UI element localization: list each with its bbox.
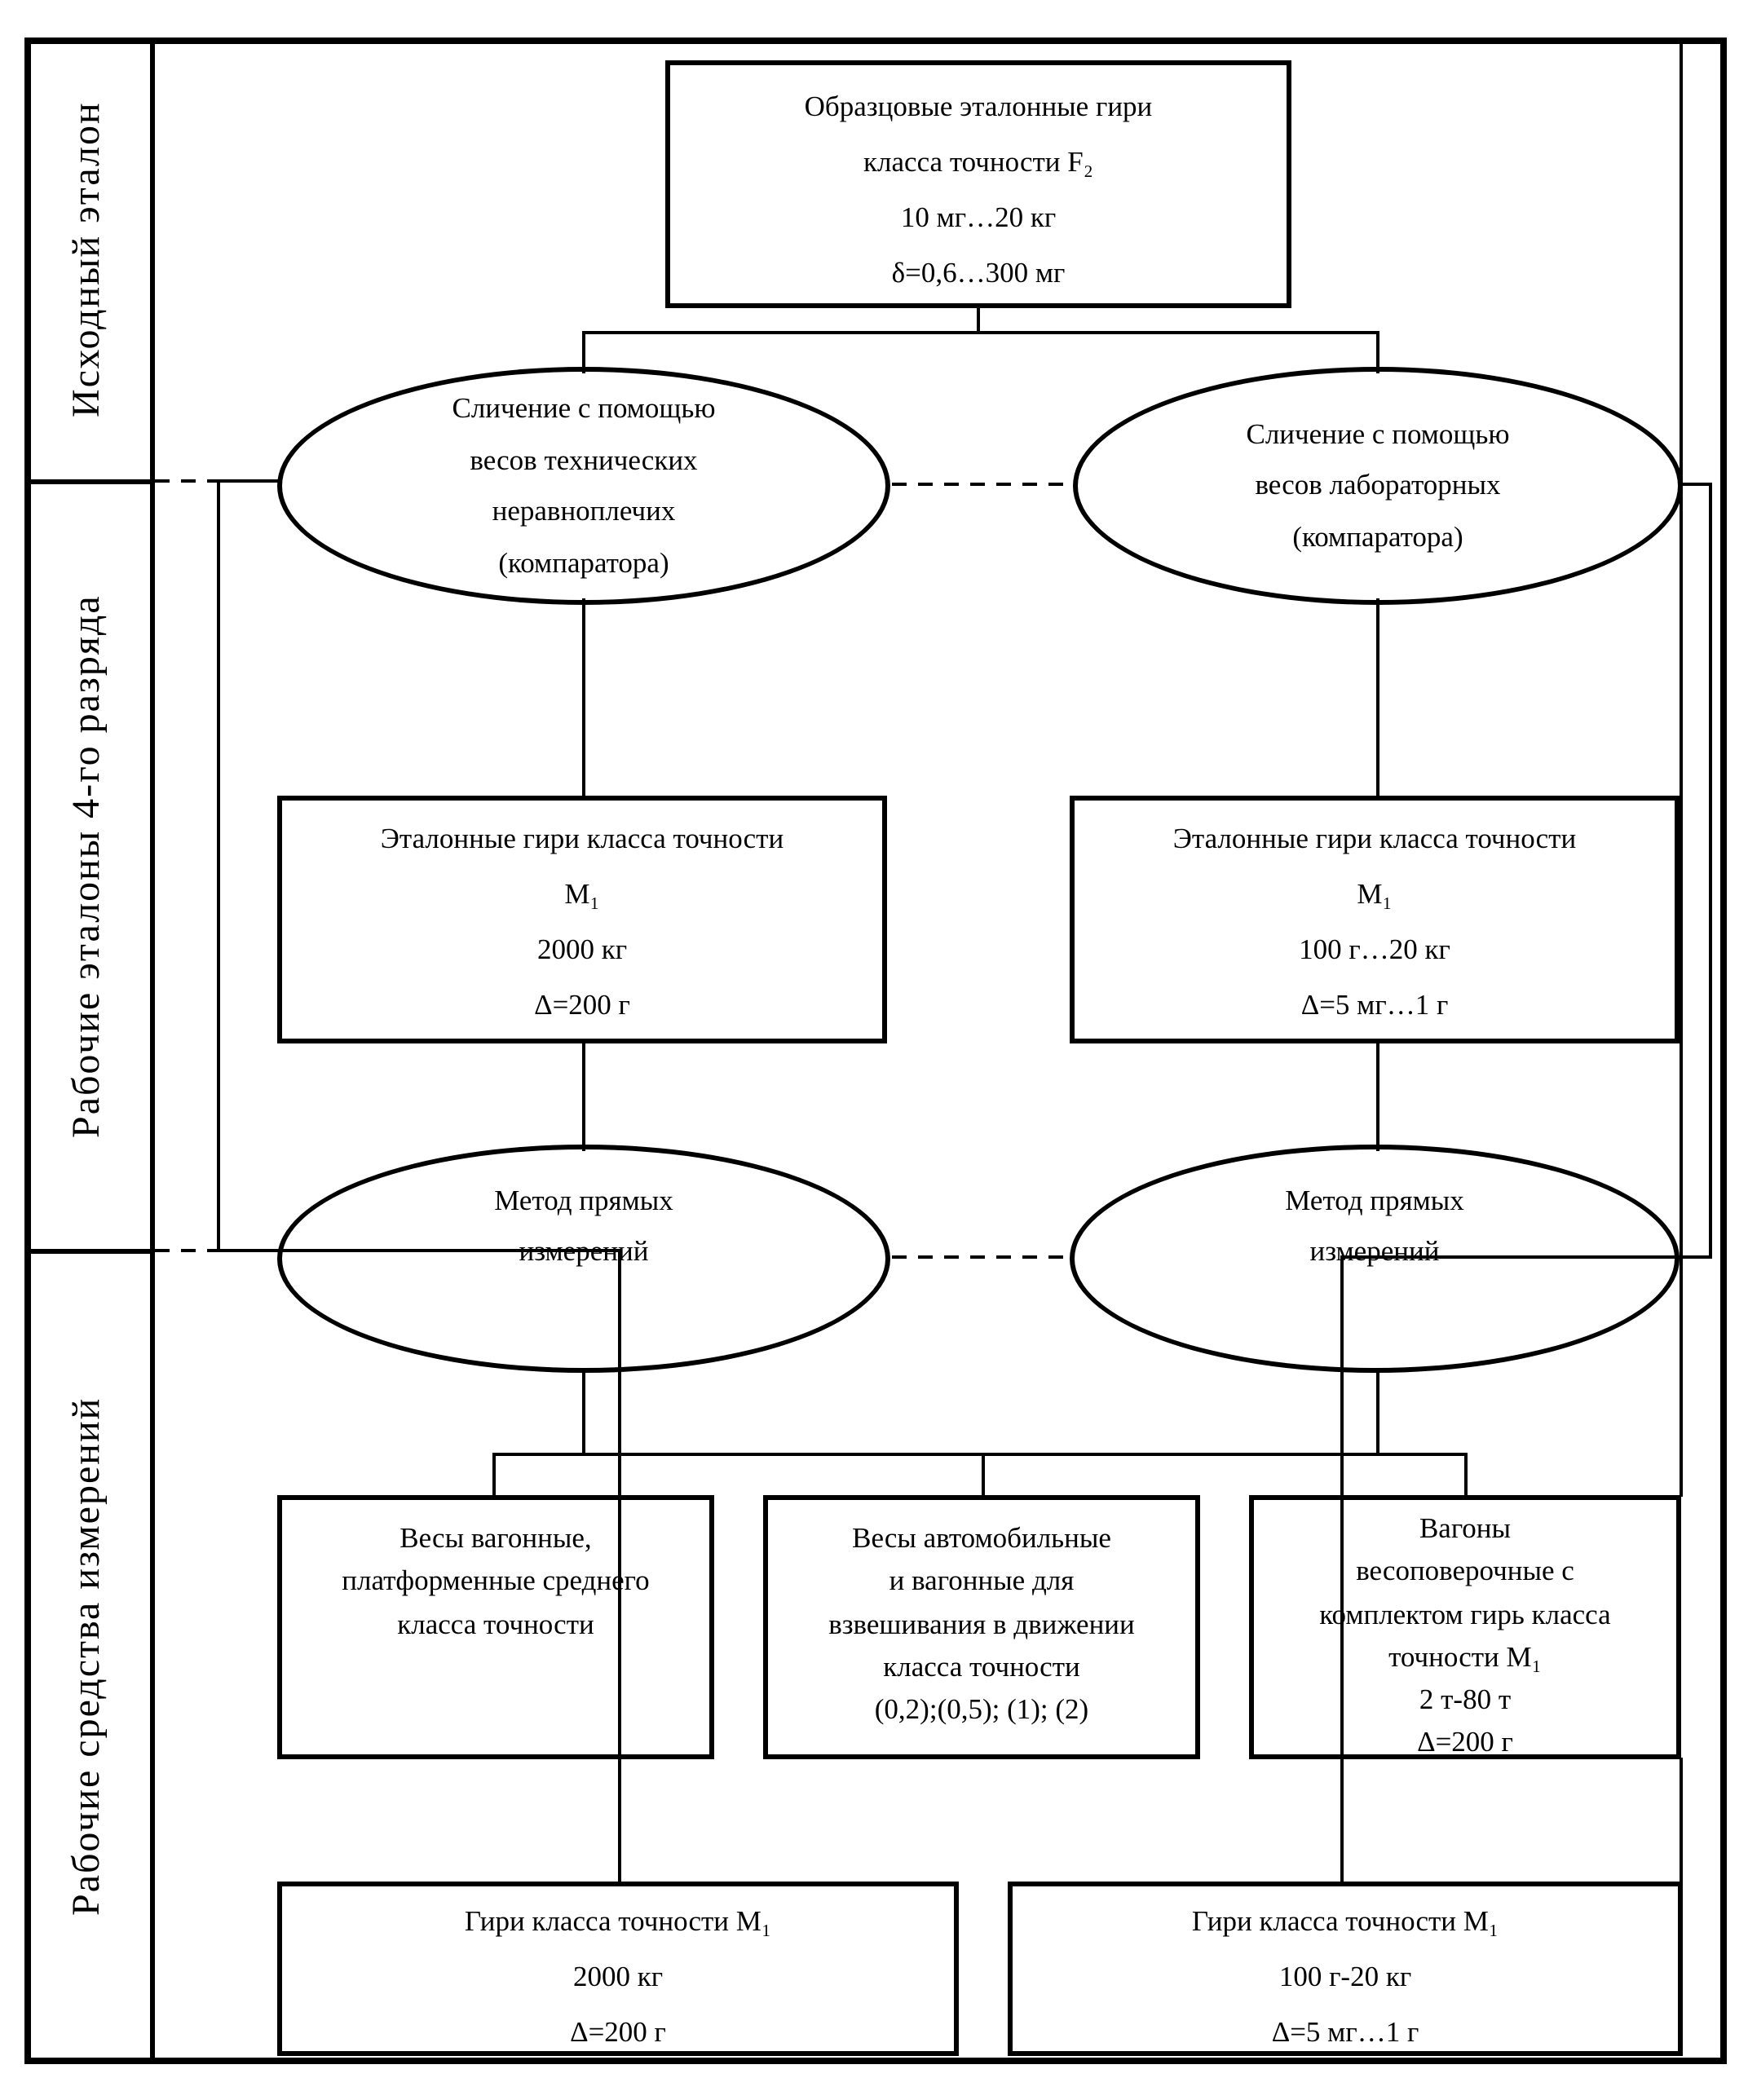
right-trunk-line-lower [1680,1758,1683,1885]
connector-drop-scales-1 [492,1453,496,1498]
feedback-line-right [1340,1255,1344,1885]
connector-etalon-right-to-method [1376,1040,1379,1151]
ellipse-comparison-technical: Сличение с помощью весов технических нер… [277,367,890,605]
box-source-standard: Образцовые эталонные гири класса точност… [665,60,1291,308]
connector-drop-right-ellipse [1376,331,1379,373]
connector-etalon-left-to-method [582,1040,585,1151]
ellipse-direct-measurement-right: Метод прямых измерений [1070,1145,1680,1373]
connector-method-right-stub [1376,1370,1379,1456]
box-weights-100g-20kg-text: Гири класса точности М₁ 100 г-20 кг Δ=5 … [1191,1904,1499,2049]
box-weighing-verification-cars: Вагоны весоповерочные с комплектом гирь … [1249,1495,1681,1759]
box-source-standard-text: Образцовые эталонные гири класса точност… [804,90,1153,289]
section-label-source-standard: Исходный эталон [26,41,150,478]
connector-compare-left-to-etalon [582,598,585,801]
box-automobile-wagon-scales-text: Весы автомобильные и вагонные для взвеши… [828,1521,1135,1725]
section-label-working-standards: Рабочие эталоны 4-го разряда [26,484,150,1247]
box-etalon-weights-2000kg-text: Эталонные гири класса точности М₁ 2000 к… [380,822,784,1021]
right-trunk-line-upper [1680,44,1683,1497]
right-bracket-line [1709,483,1712,1259]
connector-method-left-stub [582,1370,585,1456]
connector-row1-left [217,479,282,483]
dashed-stub-row1-left [155,479,218,483]
connector-row1-right-stub [1680,483,1712,486]
box-weighing-verification-cars-text: Вагоны весоповерочные с комплектом гирь … [1319,1511,1611,1758]
dashed-row2-center [892,1255,1068,1259]
ellipse-comparison-laboratory: Сличение с помощью весов лабораторных (к… [1073,367,1683,605]
box-weights-100g-20kg: Гири класса точности М₁ 100 г-20 кг Δ=5 … [1008,1882,1683,2056]
ellipse-comparison-technical-text: Сличение с помощью весов технических нер… [452,391,716,578]
distribution-bar [492,1453,1468,1456]
box-etalon-weights-100g-20kg: Эталонные гири класса точности М₁ 100 г…… [1070,796,1680,1043]
left-trunk-line [217,479,220,1252]
box-weights-2000kg: Гири класса точности М₁ 2000 кг Δ=200 г [277,1882,959,2056]
box-wagon-platform-scales: Весы вагонные, платформенные среднего кл… [277,1495,714,1759]
dashed-row1-center [892,483,1071,486]
connector-drop-scales-3 [1464,1453,1468,1498]
section-divider-2 [24,1249,152,1254]
section-label-text: Исходный эталон [66,101,108,417]
box-etalon-weights-2000kg: Эталонные гири класса точности М₁ 2000 к… [277,796,887,1043]
ellipse-comparison-laboratory-text: Сличение с помощью весов лабораторных (к… [1246,417,1510,553]
connector-compare-right-to-etalon [1376,598,1379,801]
feedback-line-left [618,1249,621,1885]
page-border [24,38,1727,2064]
box-automobile-wagon-scales: Весы автомобильные и вагонные для взвеши… [763,1495,1200,1759]
section-divider-1 [24,479,152,484]
ellipse-direct-measurement-left-text: Метод прямых измерений [494,1183,673,1267]
connector-source-stem [977,305,980,333]
sidebar-divider-line [150,38,155,2064]
connector-splitter-bar [582,331,1379,334]
box-wagon-platform-scales-text: Весы вагонные, платформенные среднего кл… [342,1521,650,1639]
ellipse-direct-measurement-left: Метод прямых измерений [277,1145,890,1373]
ellipse-direct-measurement-right-text: Метод прямых измерений [1285,1183,1464,1267]
dashed-stub-row2-left [155,1249,218,1252]
box-weights-2000kg-text: Гири класса точности М₁ 2000 кг Δ=200 г [464,1904,772,2049]
section-label-text: Рабочие средства измерений [66,1396,108,1917]
section-label-text: Рабочие эталоны 4-го разряда [66,593,108,1138]
section-label-working-instruments: Рабочие средства измерений [26,1255,150,2058]
connector-drop-scales-2 [982,1453,985,1498]
connector-drop-left-ellipse [582,331,585,373]
box-etalon-weights-100g-20kg-text: Эталонные гири класса точности М₁ 100 г…… [1172,822,1577,1021]
